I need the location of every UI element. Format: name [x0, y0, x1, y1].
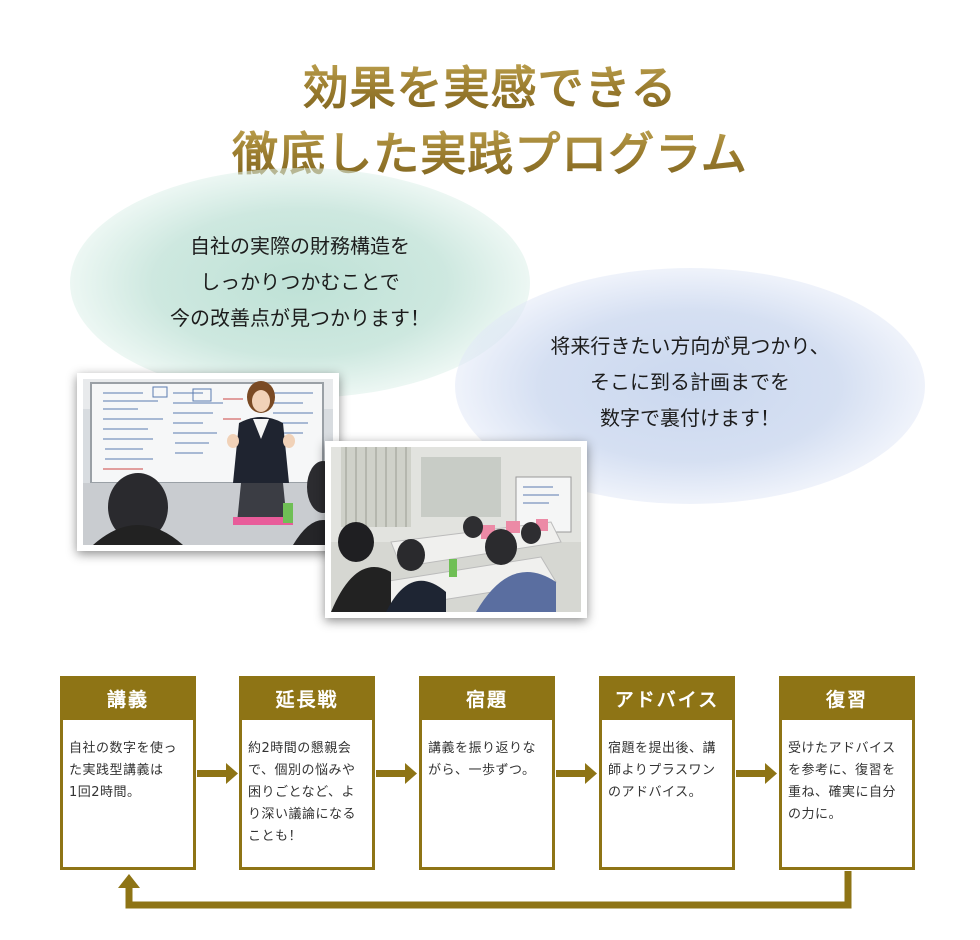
step-title: 宿題 — [419, 676, 555, 720]
blue-bubble-line: 将来行きたい方向が見つかり、 — [550, 334, 830, 358]
step-homework: 宿題 講義を振り返りながら、一歩ずつ。 — [419, 676, 555, 870]
step-description: 講義を振り返りながら、一歩ずつ。 — [419, 720, 555, 870]
blue-bubble-text: 将来行きたい方向が見つかり、 そこに到る計画までを 数字で裏付けます！ — [505, 328, 875, 436]
step-description: 自社の数字を使った実践型講義は 1回2時間。 — [60, 720, 196, 870]
step-description: 受けたアドバイスを参考に、復習を重ね、確実に自分の力に。 — [779, 720, 915, 870]
green-bubble-text: 自社の実際の財務構造を しっかりつかむことで 今の改善点が見つかります！ — [120, 228, 480, 336]
step-advice: アドバイス 宿題を提出後、講師よりプラスワンのアドバイス。 — [599, 676, 735, 870]
headline-line-1: 効果を実感できる — [0, 52, 980, 118]
step-title: アドバイス — [599, 676, 735, 720]
green-bubble-line: 自社の実際の財務構造を — [190, 234, 410, 258]
step-title: 講義 — [60, 676, 196, 720]
step-lecture: 講義 自社の数字を使った実践型講義は 1回2時間。 — [60, 676, 196, 870]
green-bubble-line: しっかりつかむことで — [200, 270, 400, 294]
step-title: 延長戦 — [239, 676, 375, 720]
blue-bubble-line: そこに到る計画までを — [590, 370, 790, 394]
classroom-photo — [325, 441, 587, 618]
step-title: 復習 — [779, 676, 915, 720]
step-description: 宿題を提出後、講師よりプラスワンのアドバイス。 — [599, 720, 735, 870]
step-review: 復習 受けたアドバイスを参考に、復習を重ね、確実に自分の力に。 — [779, 676, 915, 870]
green-bubble — [70, 168, 530, 398]
step-extension: 延長戦 約2時間の懇親会で、個別の悩みや困りごとなど、より深い議論になることも！ — [239, 676, 375, 870]
blue-bubble-line: 数字で裏付けます！ — [600, 406, 780, 430]
step-description: 約2時間の懇親会で、個別の悩みや困りごとなど、より深い議論になることも！ — [239, 720, 375, 870]
green-bubble-line: 今の改善点が見つかります！ — [170, 306, 430, 330]
